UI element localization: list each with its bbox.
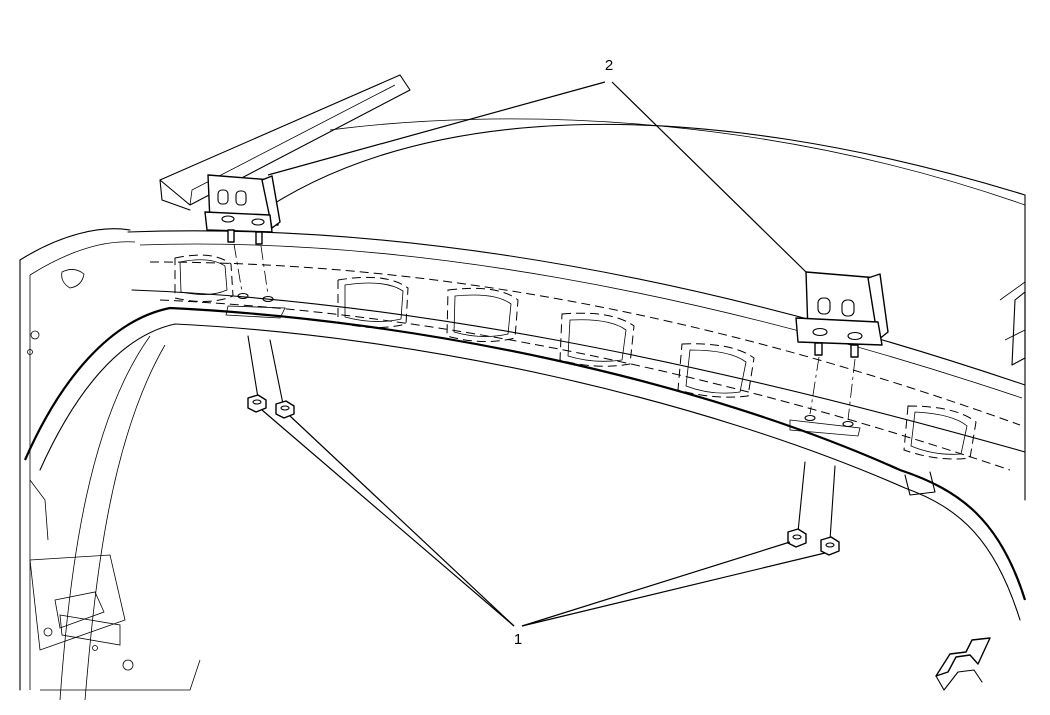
hinge-bracket [204, 174, 281, 245]
callout-2-label: 2 [605, 57, 613, 74]
hinge-nut [247, 394, 267, 413]
view-direction-arrow-icon [935, 637, 991, 691]
callout-1-label: 1 [514, 631, 522, 648]
hinge-nut [787, 528, 807, 548]
roof-panel [127, 118, 1026, 501]
body-detail-right [1011, 291, 1026, 366]
hinge-nut [820, 536, 840, 556]
mounting-holes [225, 292, 861, 437]
alignment-lines [233, 243, 856, 541]
windshield-opening [23, 306, 1027, 701]
a-pillar-left [19, 74, 411, 691]
callout-leaders [261, 81, 826, 627]
hinge-bracket [795, 271, 889, 358]
hinge-nut [275, 400, 295, 419]
